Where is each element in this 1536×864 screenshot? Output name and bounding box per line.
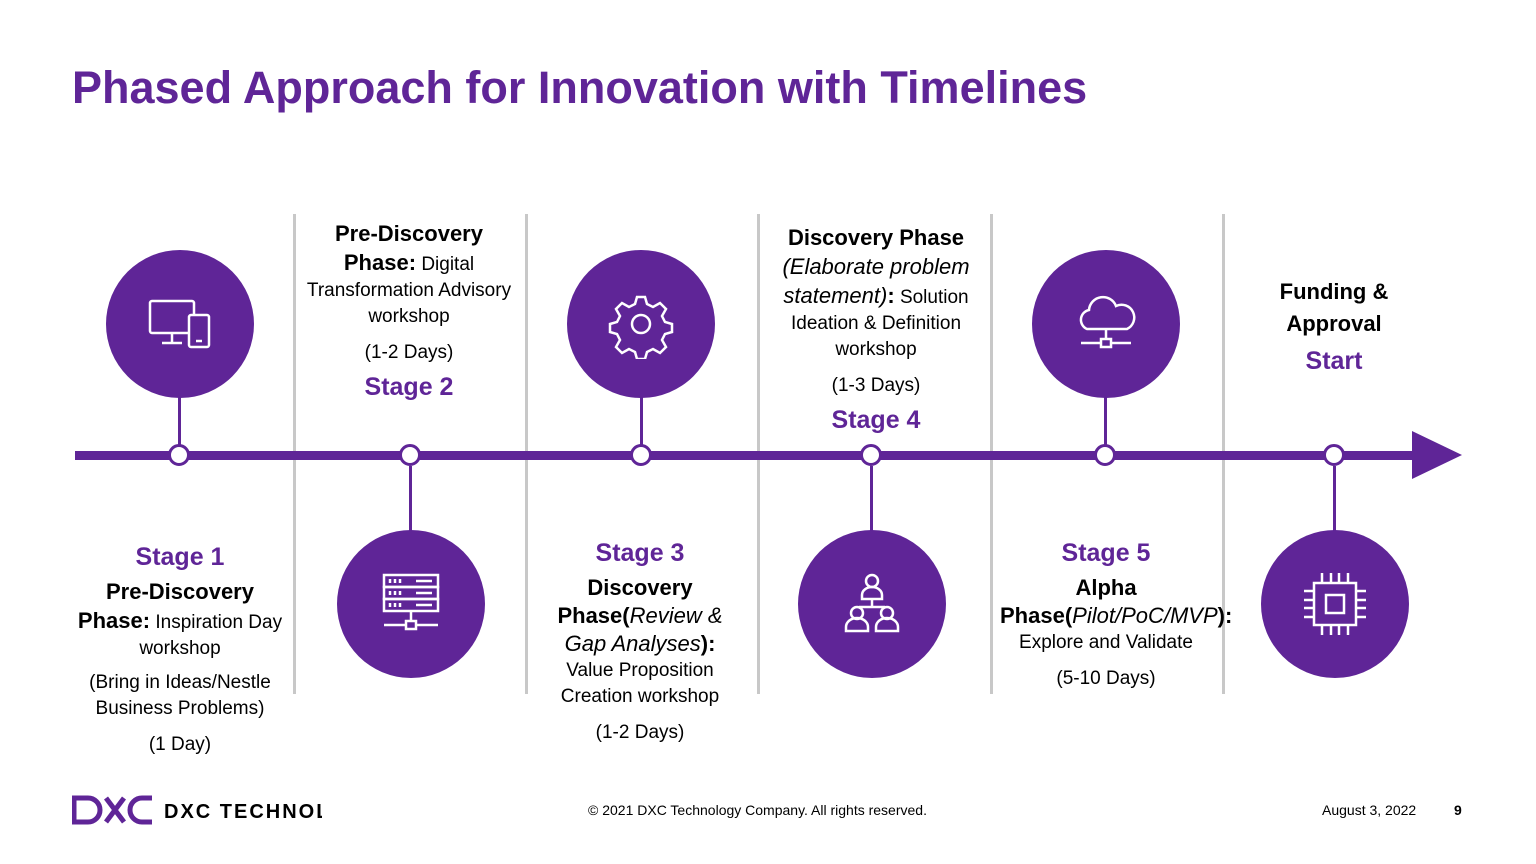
- stage3-block: Stage 3 Discovery Phase(Review & Gap Ana…: [540, 532, 740, 746]
- stage1-icon-circle: [106, 250, 254, 398]
- footer-date: August 3, 2022: [1322, 802, 1417, 818]
- phase-title: Discovery Phase: [787, 225, 965, 250]
- dxc-logo: DXC TECHNOLOGY: [71, 794, 379, 831]
- phase-title: Alpha Phase(: [1000, 575, 1137, 628]
- phase-description: Digital Transformation Advisory workshop: [306, 254, 512, 327]
- phase-title-end: ):: [1217, 603, 1233, 628]
- gear-icon: [608, 295, 674, 359]
- connector: [1333, 466, 1336, 532]
- team-hierarchy-icon: [844, 573, 900, 633]
- stage5-block: Stage 5 Alpha Phase(Pilot/PoC/MVP): Expl…: [1000, 532, 1232, 692]
- timeline-node: [1323, 444, 1345, 466]
- phase-subtitle: Pilot/PoC/MVP: [1072, 603, 1218, 628]
- phase-description: Explore and Validate: [1019, 632, 1193, 653]
- stage4-block: Discovery Phase (Elaborate problem state…: [770, 224, 982, 441]
- timeline-arrow-icon: [1412, 431, 1462, 479]
- logo-graphic: DXC TECHNOLOGY: [71, 795, 379, 825]
- phase-title: Pre-Discovery Phase:: [77, 579, 254, 633]
- chip-icon: [1304, 573, 1366, 635]
- timeline-node: [168, 444, 190, 466]
- phase-title: Pre-Discovery Phase:: [335, 221, 483, 275]
- start-icon-circle: [1261, 530, 1409, 678]
- stage-label: Stage 3: [595, 539, 685, 567]
- connector: [870, 466, 873, 532]
- timeline-bar: [75, 451, 1420, 460]
- server-rack-icon: [382, 573, 440, 631]
- phase-note: (Bring in Ideas/Nestle Business Problems…: [89, 672, 271, 719]
- duration: (1-2 Days): [595, 722, 685, 743]
- phase-title: Discovery Phase(: [557, 575, 693, 628]
- duration: (1-3 Days): [831, 375, 921, 396]
- phase-description: Solution Ideation & Definition workshop: [790, 287, 969, 360]
- stage-label: Start: [1305, 347, 1363, 375]
- duration: (1-2 Days): [364, 342, 454, 363]
- stage3-icon-circle: [567, 250, 715, 398]
- connector: [1104, 396, 1107, 446]
- phase-description: Inspiration Day workshop: [139, 612, 283, 659]
- stage1-block: Stage 1 Pre-Discovery Phase: Inspiration…: [70, 536, 290, 758]
- phase-description: Value Proposition Creation workshop: [560, 660, 720, 707]
- phase-subtitle: (Elaborate problem statement): [782, 254, 970, 308]
- stage-label: Stage 4: [831, 406, 921, 434]
- connector: [178, 396, 181, 446]
- timeline-node: [399, 444, 421, 466]
- logo-text: DXC TECHNOLOGY: [164, 801, 322, 823]
- funding-heading: Funding & Approval: [1279, 279, 1389, 336]
- stage-label: Stage 1: [135, 543, 225, 571]
- cloud-network-icon: [1079, 295, 1136, 349]
- connector: [640, 396, 643, 446]
- monitor-tablet-icon: [148, 299, 211, 349]
- duration: (5-10 Days): [1056, 668, 1156, 689]
- timeline-node: [860, 444, 882, 466]
- stage-label: Stage 2: [364, 373, 454, 401]
- stage2-icon-circle: [337, 530, 485, 678]
- copyright: © 2021 DXC Technology Company. All right…: [588, 802, 927, 818]
- connector: [409, 466, 412, 532]
- page-title: Phased Approach for Innovation with Time…: [72, 62, 1088, 113]
- stage5-icon-circle: [1032, 250, 1180, 398]
- page-number: 9: [1454, 802, 1462, 818]
- start-block: Funding & Approval Start: [1258, 276, 1410, 382]
- stage2-block: Pre-Discovery Phase: Digital Transformat…: [306, 220, 512, 408]
- phase-subtitle: Review & Gap Analyses: [564, 603, 723, 656]
- stage4-icon-circle: [798, 530, 946, 678]
- duration: (1 Day): [148, 734, 212, 755]
- timeline-node: [1094, 444, 1116, 466]
- stage-label: Stage 5: [1061, 539, 1151, 567]
- phase-title-end: :: [887, 283, 895, 308]
- timeline-node: [630, 444, 652, 466]
- phase-title-end: ):: [700, 631, 716, 656]
